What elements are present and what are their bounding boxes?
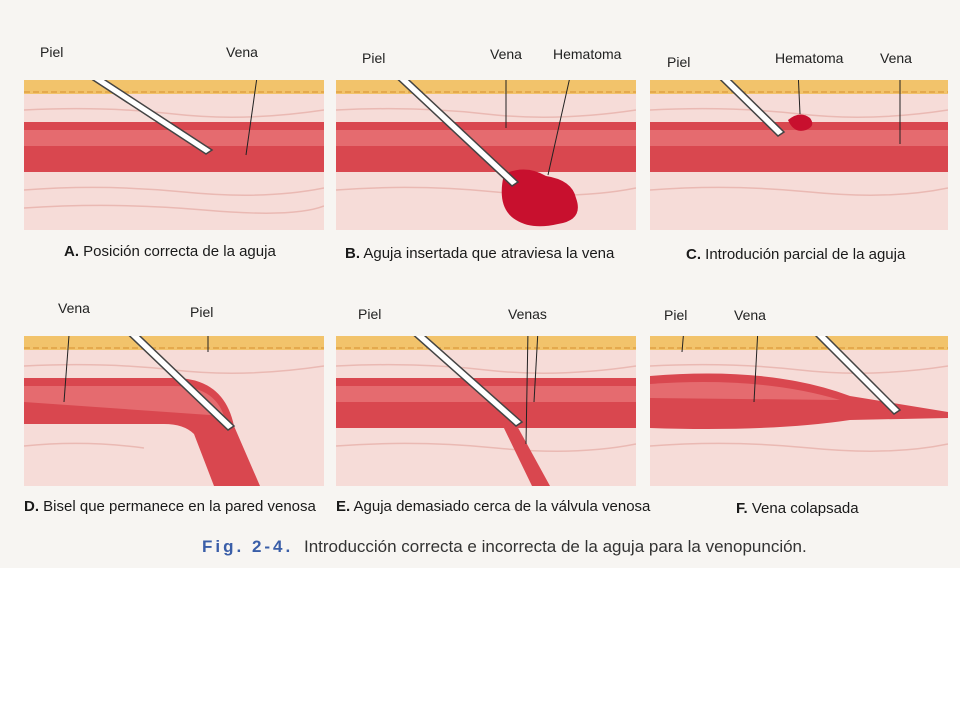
panel-c-illustration bbox=[650, 80, 948, 230]
hematoma-shape bbox=[788, 114, 813, 131]
panel-d-skin-label: Piel bbox=[190, 304, 214, 320]
panel-c-vein-label: Vena bbox=[880, 50, 912, 66]
panel-d-svg bbox=[24, 336, 324, 486]
panel-f-illustration bbox=[650, 336, 948, 486]
panel-c-caption-text: Introdución parcial de la aguja bbox=[705, 246, 906, 263]
needle bbox=[719, 80, 786, 137]
panel-b-caption: B. Aguja insertada que atraviesa la vena bbox=[345, 245, 614, 262]
panel-b-vein-label: Vena bbox=[490, 46, 522, 62]
panel-e-svg bbox=[336, 336, 636, 486]
panel-f-caption: F. Vena colapsada bbox=[736, 500, 859, 517]
panel-b-illustration bbox=[336, 80, 636, 230]
skin-layer bbox=[24, 336, 324, 350]
panel-b-caption-text: Aguja insertada que atraviesa la vena bbox=[363, 245, 615, 262]
panel-d-caption: D. Bisel que permanece en la pared venos… bbox=[24, 498, 316, 515]
panel-e-letter: E. bbox=[336, 498, 351, 515]
panel-c-svg bbox=[650, 80, 948, 230]
vein-shape bbox=[336, 122, 636, 172]
panel-f-letter: F. bbox=[736, 500, 748, 517]
panel-d-vein-label: Vena bbox=[58, 300, 90, 316]
figure-tag: Fig. 2-4. bbox=[202, 537, 294, 556]
skin-layer bbox=[336, 336, 636, 350]
panel-d-illustration bbox=[24, 336, 324, 486]
panel-a-caption-text: Posición correcta de la aguja bbox=[83, 243, 276, 260]
skin-layer bbox=[650, 336, 948, 350]
panel-b-skin-label: Piel bbox=[362, 50, 386, 66]
panel-b-letter: B. bbox=[345, 245, 360, 262]
panel-e-caption: E. Aguja demasiado cerca de la válvula v… bbox=[336, 498, 650, 515]
panel-a-caption: A. Posición correcta de la aguja bbox=[64, 243, 276, 260]
panel-f-caption-text: Vena colapsada bbox=[751, 500, 859, 517]
panel-b-svg bbox=[336, 80, 636, 230]
needle bbox=[397, 80, 520, 187]
needle bbox=[814, 336, 902, 415]
vein-shape bbox=[336, 378, 636, 428]
hematoma-shape bbox=[501, 169, 578, 227]
panel-a-vein-label: Vena bbox=[226, 44, 258, 60]
panel-a-skin-label: Piel bbox=[40, 44, 64, 60]
needle bbox=[91, 80, 214, 155]
needle bbox=[413, 336, 524, 427]
figure-caption-text: Introducción correcta e incorrecta de la… bbox=[303, 537, 807, 556]
panel-f-skin-label: Piel bbox=[664, 307, 688, 323]
panel-c-letter: C. bbox=[686, 246, 701, 263]
panel-d-letter: D. bbox=[24, 498, 39, 515]
branch-vein-shape bbox=[502, 424, 550, 486]
panel-e-caption-text: Aguja demasiado cerca de la válvula veno… bbox=[353, 498, 651, 515]
panel-c-hematoma-label: Hematoma bbox=[775, 50, 844, 66]
panel-a-letter: A. bbox=[64, 243, 79, 260]
panel-f-vein-label: Vena bbox=[734, 307, 766, 323]
panel-d-caption-text: Bisel que permanece en la pared venosa bbox=[43, 498, 316, 515]
panel-f-svg bbox=[650, 336, 948, 486]
panel-e-illustration bbox=[336, 336, 636, 486]
panel-b-hematoma-label: Hematoma bbox=[553, 46, 622, 62]
needle bbox=[128, 336, 236, 431]
figure-caption: Fig. 2-4. Introducción correcta e incorr… bbox=[202, 537, 807, 557]
panel-e-skin-label: Piel bbox=[358, 306, 382, 322]
page-lower-blank bbox=[0, 568, 960, 720]
panel-c-caption: C. Introdución parcial de la aguja bbox=[686, 246, 905, 263]
panel-a-svg bbox=[24, 80, 324, 230]
panel-e-veins-label: Venas bbox=[508, 306, 547, 322]
panel-a-illustration bbox=[24, 80, 324, 230]
panel-c-skin-label: Piel bbox=[667, 54, 691, 70]
